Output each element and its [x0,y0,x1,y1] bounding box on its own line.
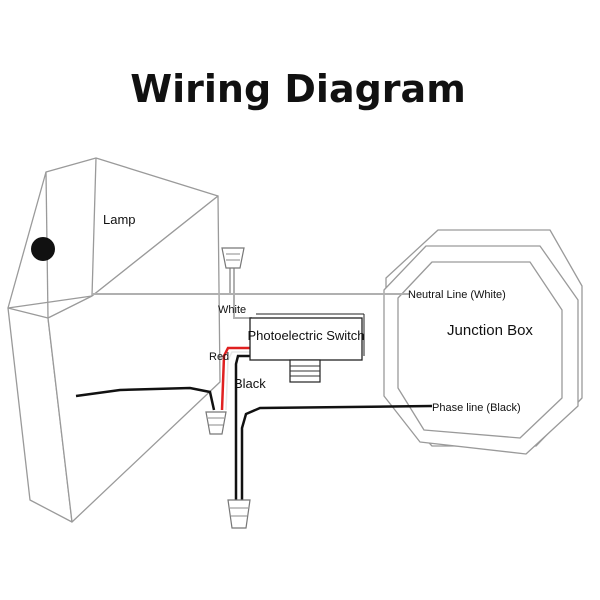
lamp-front-face [47,195,221,523]
red-wire-label: Red [209,351,229,363]
photoelectric-switch: Photoelectric Switch [247,313,365,383]
lamp-label: Lamp [103,212,136,227]
red-wire-sheath [225,351,252,411]
wire-nut-middle [205,411,227,435]
wire-nut-bottom [227,499,251,529]
junction-box-inner [397,261,563,439]
red-wire [220,346,252,411]
switch-white-wire [233,266,252,319]
phase-wire [240,404,433,500]
switch-black-wire [234,354,252,500]
junction-box-label: Junction Box [447,322,533,339]
photoelectric-switch-body [249,317,363,361]
diagram-title: Wiring Diagram [130,67,466,111]
photoelectric-switch-label: Photoelectric Switch [247,328,364,343]
lamp-sensor-dot [31,237,55,261]
phase-line-label: Phase line (Black) [432,402,521,414]
lamp-black-wire [75,386,216,411]
wire-nut-top [221,247,245,269]
lamp-edge [91,157,97,297]
white-wire-label: White [218,304,246,316]
lamp-top-face [7,157,219,309]
lamp: Lamp [7,157,221,523]
junction-box: Junction Box [383,229,583,455]
neutral-line-label: Neutral Line (White) [408,289,506,301]
black-wire-label: Black [234,376,266,391]
